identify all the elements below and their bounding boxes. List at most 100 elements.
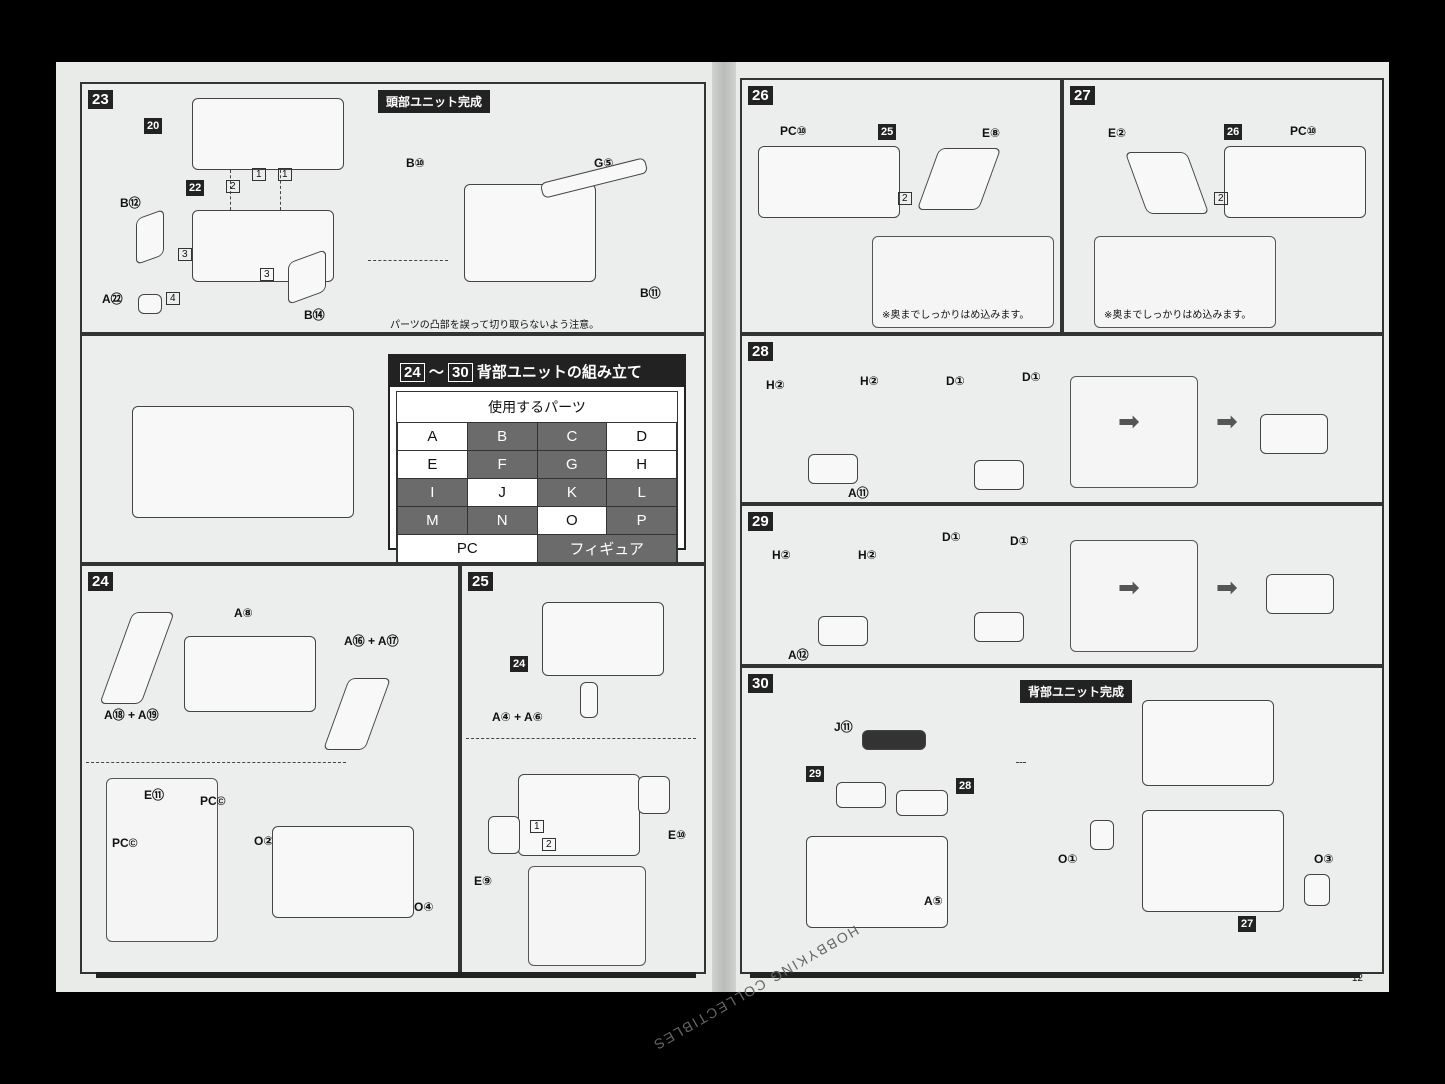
page-number-right: 12 xyxy=(1351,973,1363,984)
part-label-b12: B⑫ xyxy=(120,196,141,210)
frame-26 xyxy=(1224,146,1366,218)
footer-bar xyxy=(750,972,1360,978)
part-e9 xyxy=(488,816,520,854)
plate-j11 xyxy=(862,730,926,750)
part-label-d1-left: D① xyxy=(946,374,965,388)
step-25-panel: 25 24 A④ + A⑥ E⑩ E⑨ 1 2 xyxy=(460,564,706,974)
step-28-panel: 28 H② H② A⑪ D① D① ➡ ➡ xyxy=(740,334,1384,504)
frame-assembled xyxy=(518,774,640,856)
fit-note: ※奥までしっかりはめ込みます。 xyxy=(1104,310,1252,321)
part-label-e2: E② xyxy=(1108,126,1127,140)
part-label-d1-left: D① xyxy=(942,530,961,544)
arrow-right-icon: ➡ xyxy=(1216,572,1238,602)
parts-table-title: 24 ～ 30 背部ユニットの組み立て xyxy=(390,356,684,387)
part-label-e9: E⑨ xyxy=(474,874,493,888)
back-unit-complete-top xyxy=(1142,700,1274,786)
arrow-right-icon: ➡ xyxy=(1118,406,1140,436)
dash-line xyxy=(230,170,231,210)
parts-cell: C xyxy=(536,422,608,451)
part-label-pc-c-2: PC© xyxy=(112,836,138,850)
part-label-b11: B⑪ xyxy=(640,286,661,300)
part-label-o1: O① xyxy=(1058,852,1078,866)
parts-cell: N xyxy=(466,506,538,535)
detail-inset-b xyxy=(1070,540,1198,652)
part-e10 xyxy=(638,776,670,814)
parts-cell: J xyxy=(466,478,538,507)
parts-cell: H xyxy=(606,450,677,479)
frame-24 xyxy=(542,602,664,676)
part-label-h2-left: H② xyxy=(772,548,791,562)
part-label-a5: A⑤ xyxy=(924,894,943,908)
step-number: 24 xyxy=(88,572,113,591)
detail-inset xyxy=(528,866,646,966)
step-marker: 3 xyxy=(178,248,192,261)
part-label-o2: O② xyxy=(254,834,274,848)
part-label-pc-c-1: PC© xyxy=(200,794,226,808)
part-label-e8: E⑧ xyxy=(982,126,1001,140)
parts-cell: A xyxy=(397,422,468,451)
back-unit-complete xyxy=(1142,810,1284,912)
step-marker: 2 xyxy=(898,192,912,205)
range-tilde: ～ xyxy=(428,364,444,381)
parts-cell: G xyxy=(536,450,608,479)
parts-cell: B xyxy=(466,422,538,451)
label-25: 25 xyxy=(878,124,897,140)
part-label-a12: A⑫ xyxy=(788,648,809,662)
step-marker: 2 xyxy=(1214,192,1228,205)
back-unit-overview xyxy=(132,406,354,518)
step-30-panel: 30 背部ユニット完成 J⑪ 29 28 A⑤ O① O③ 27 xyxy=(740,666,1384,974)
label-20: 20 xyxy=(144,118,163,134)
parts-table-subtitle: 使用するパーツ xyxy=(488,399,586,415)
complete-29 xyxy=(1266,574,1334,614)
label-26: 26 xyxy=(1224,124,1243,140)
parts-cell: K xyxy=(536,478,608,507)
part-e8 xyxy=(916,148,1002,210)
footer-bar xyxy=(96,972,696,978)
part-o3 xyxy=(1304,874,1330,906)
back-complete-banner: 背部ユニット完成 xyxy=(1020,680,1133,703)
part-label-a22: A㉒ xyxy=(102,292,123,306)
step-marker: 2 xyxy=(226,180,240,193)
label-24: 24 xyxy=(510,656,529,672)
arrow-right-icon: ➡ xyxy=(1118,572,1140,602)
small-part-a4-a6 xyxy=(580,682,598,718)
step-marker: 1 xyxy=(278,168,292,181)
label-22: 22 xyxy=(186,180,205,196)
step-marker: 2 xyxy=(542,838,556,851)
leg-right xyxy=(322,678,392,750)
part-label-a18-a19: A⑱ + A⑲ xyxy=(104,708,159,722)
parts-cell: PC xyxy=(397,534,538,562)
part-label-o4: O④ xyxy=(414,900,434,914)
step-number: 26 xyxy=(748,86,773,105)
step-marker: 1 xyxy=(252,168,266,181)
step-number: 29 xyxy=(748,512,773,531)
frame-a5 xyxy=(806,836,948,928)
divider-line xyxy=(1016,762,1026,763)
step-marker: 1 xyxy=(530,820,544,833)
part-label-b10: B⑩ xyxy=(406,156,425,170)
pc-inset xyxy=(106,778,218,942)
parts-cell: L xyxy=(606,478,677,507)
detail-inset xyxy=(1094,236,1276,328)
divider-line xyxy=(86,762,346,763)
part-label-o3: O③ xyxy=(1314,852,1334,866)
part-o1 xyxy=(1090,820,1114,850)
step-number: 23 xyxy=(88,90,113,109)
complete-28 xyxy=(1260,414,1328,454)
part-label-a4-a6: A④ + A⑥ xyxy=(492,710,543,724)
part-label-j11: J⑪ xyxy=(834,720,853,734)
arrow-right-icon: ➡ xyxy=(1216,406,1238,436)
step-27-panel: 27 E② 26 PC⑩ 2 ※奥までしっかりはめ込みます。 xyxy=(1062,78,1384,334)
block-28 xyxy=(896,790,948,816)
parts-cell: I xyxy=(397,478,468,507)
step-number: 27 xyxy=(1070,86,1095,105)
detail-inset-a xyxy=(1070,376,1198,488)
right-page: 26 PC⑩ 25 E⑧ 2 ※奥までしっかりはめ込みます。 27 E② 26 … xyxy=(736,62,1389,992)
part-label-a8: A⑧ xyxy=(234,606,253,620)
back-frame-assembled xyxy=(272,826,414,918)
